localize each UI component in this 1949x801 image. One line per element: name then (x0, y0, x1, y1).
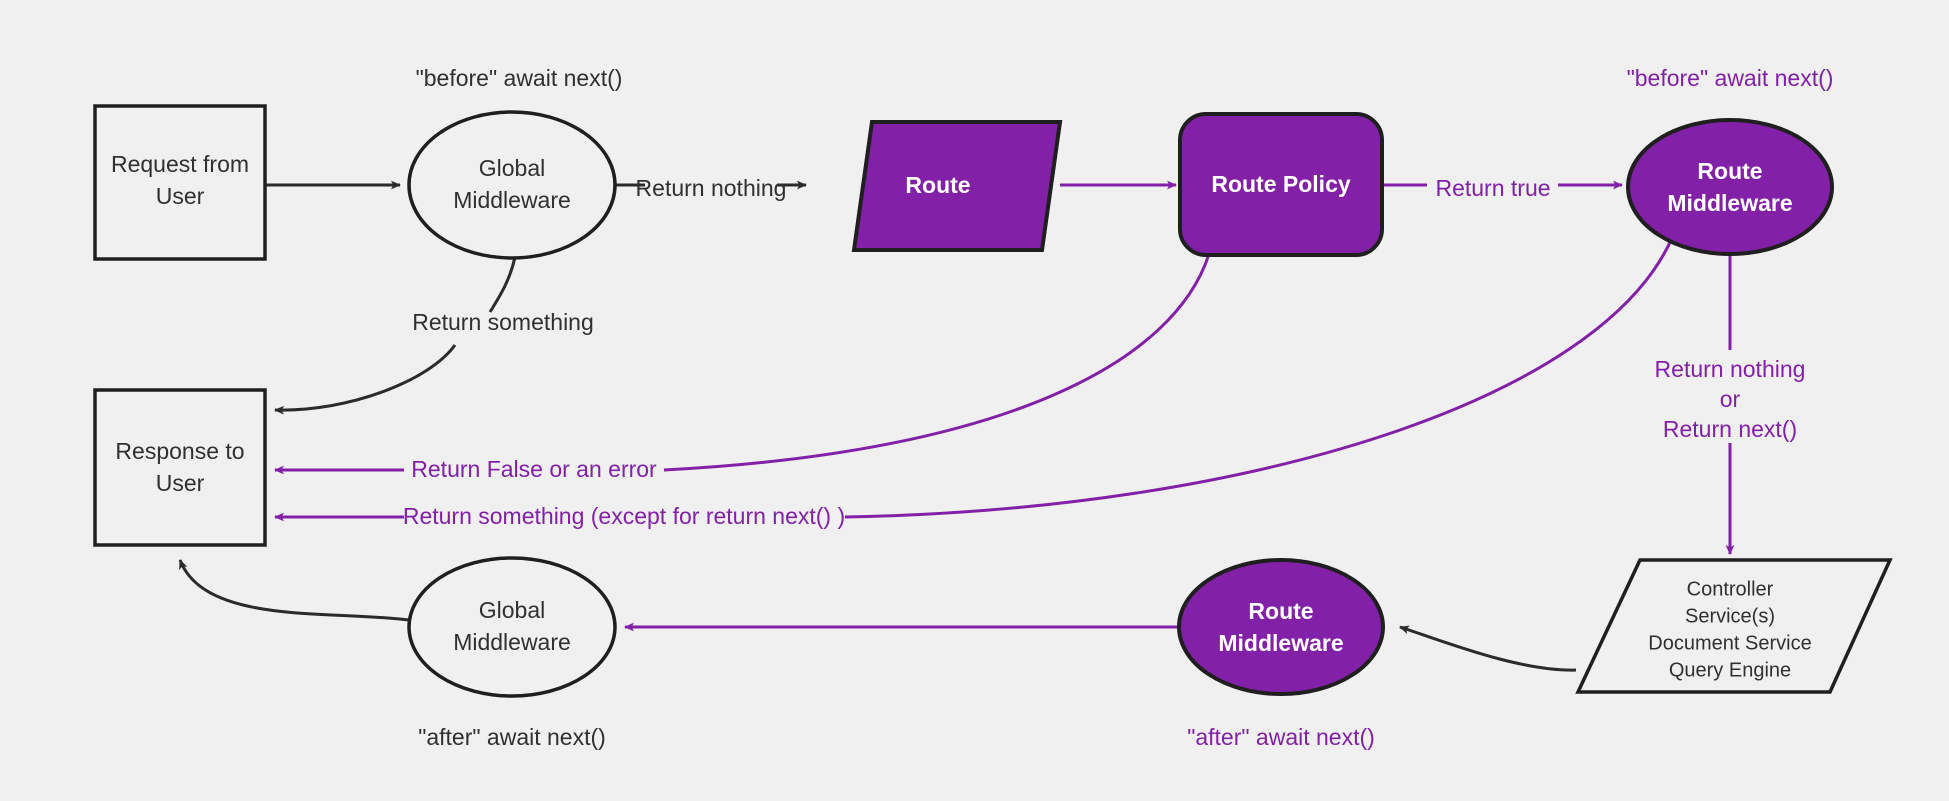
node-request-from-user[interactable]: Request from User (93, 104, 267, 261)
node-route-middleware-top[interactable]: Route Middleware (1626, 118, 1834, 256)
annotation-after-await-next-global: "after" await next() (418, 724, 606, 750)
node-global-middleware-top[interactable]: Global Middleware (407, 110, 617, 260)
node-global-middleware-top-label-line2: Middleware (453, 187, 571, 213)
node-controller-label-line3: Document Service (1648, 632, 1811, 654)
node-global-middleware-top-label-line1: Global (479, 155, 545, 181)
annotation-before-await-next-route: "before" await next() (1627, 65, 1834, 91)
edge-controller-to-route-middleware-bottom (1399, 625, 1577, 672)
edge-label-return-something: Return something (412, 309, 594, 335)
edge-label-return-nothing-or-next-line2: or (1720, 386, 1741, 412)
edge-global-middleware-to-response-lower (274, 344, 457, 415)
edge-label-return-something-except: Return something (except for return next… (403, 503, 845, 529)
edge-label-return-nothing-or-next-line3: Return next() (1663, 416, 1797, 442)
node-response-to-user[interactable]: Response to User (93, 388, 267, 547)
edge-label-return-nothing-or-next-line1: Return nothing (1655, 356, 1806, 382)
node-route-policy-label: Route Policy (1211, 171, 1351, 197)
node-request-from-user-label-line1: Request from (111, 151, 249, 177)
node-request-from-user-label-line2: User (156, 183, 205, 209)
node-route-policy[interactable]: Route Policy (1178, 112, 1384, 257)
edge-global-middleware-bottom-to-response (178, 559, 410, 622)
node-controller-label-line1: Controller (1687, 578, 1774, 600)
edge-label-return-nothing: Return nothing (636, 175, 787, 201)
node-route-middleware-bottom-label-line2: Middleware (1218, 630, 1343, 656)
annotation-before-await-next-global: "before" await next() (416, 65, 623, 91)
node-global-middleware-bottom-label-line1: Global (479, 597, 545, 623)
node-response-to-user-label-line1: Response to (115, 438, 244, 464)
edge-route-policy-to-response-curve (663, 253, 1211, 472)
edge-label-return-true: Return true (1435, 175, 1550, 201)
node-route-middleware-bottom-label-line1: Route (1248, 598, 1313, 624)
node-global-middleware-bottom-label-line2: Middleware (453, 629, 571, 655)
node-controller-services[interactable]: Controller Service(s) Document Service Q… (1575, 558, 1893, 694)
node-route-middleware-top-label-line1: Route (1697, 158, 1762, 184)
edge-global-middleware-to-response-upper (488, 256, 517, 313)
node-response-to-user-label-line2: User (156, 470, 205, 496)
node-controller-label-line4: Query Engine (1669, 659, 1791, 681)
node-route-middleware-bottom[interactable]: Route Middleware (1177, 558, 1385, 696)
annotation-after-await-next-route: "after" await next() (1187, 724, 1375, 750)
node-route[interactable]: Route (851, 120, 1063, 252)
node-route-middleware-top-label-line2: Middleware (1667, 190, 1792, 216)
node-route-label: Route (905, 172, 970, 198)
edge-route-middleware-to-response-curve (844, 237, 1674, 519)
edge-label-return-false-or-error: Return False or an error (411, 456, 657, 482)
node-controller-label-line2: Service(s) (1685, 605, 1775, 627)
node-global-middleware-bottom[interactable]: Global Middleware (407, 556, 617, 698)
